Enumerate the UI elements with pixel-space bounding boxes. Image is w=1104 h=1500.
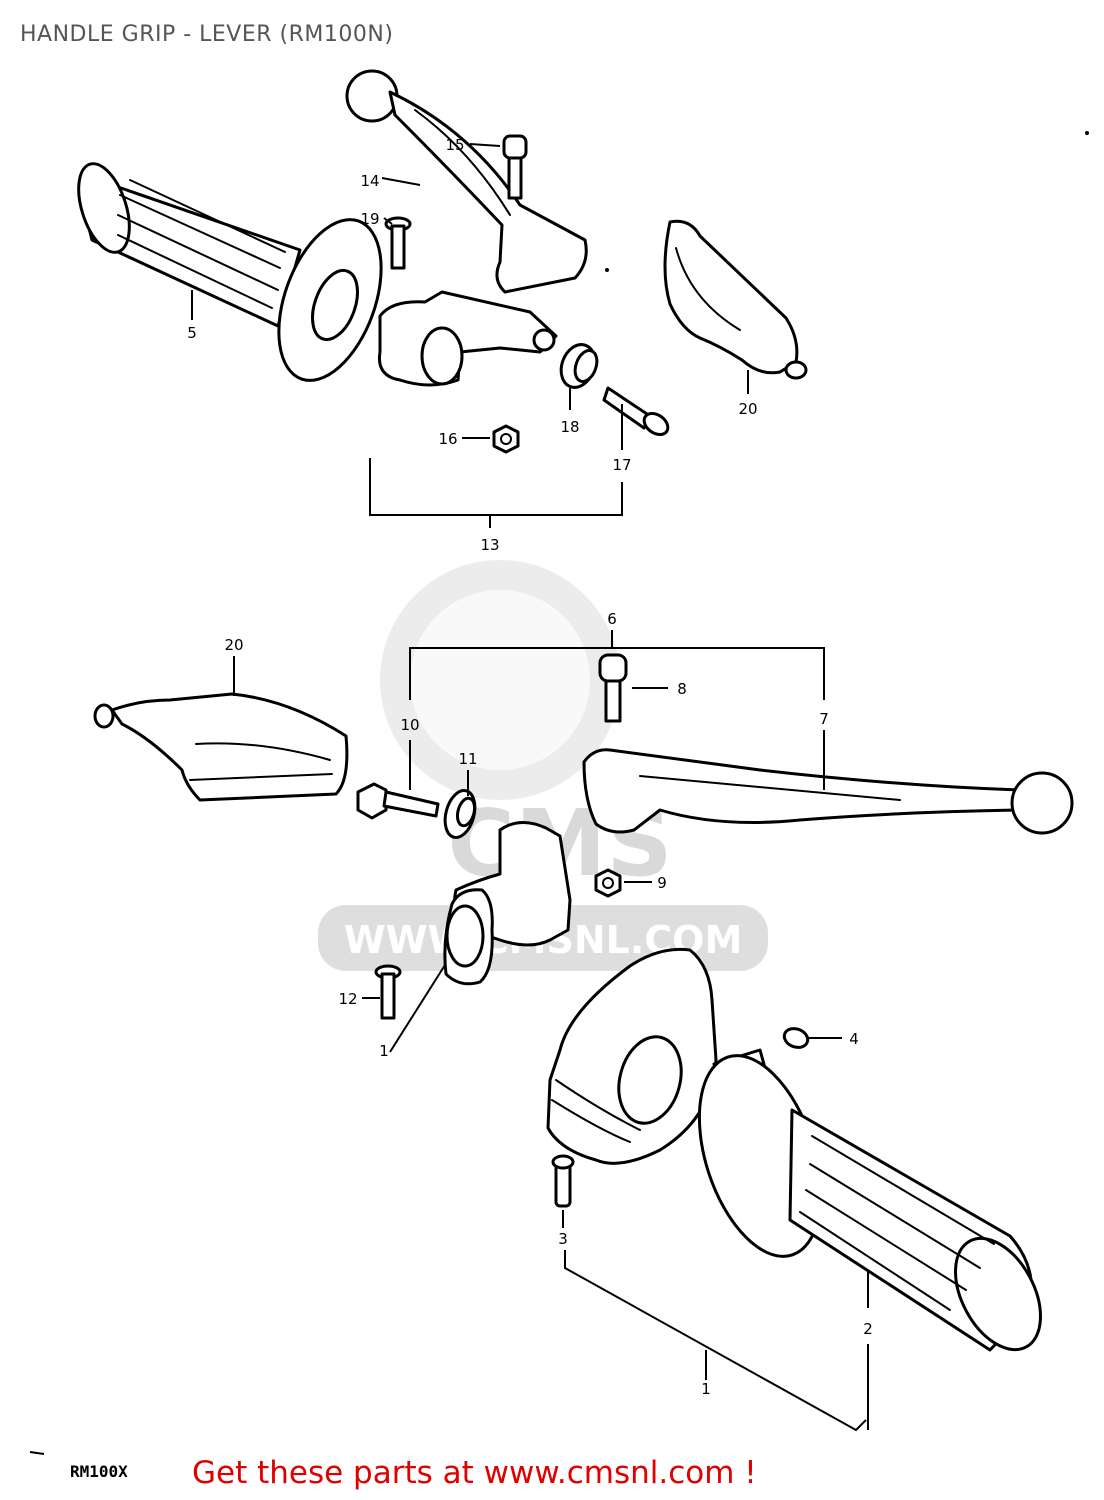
part-4-screw[interactable]	[782, 1025, 811, 1050]
callout-10: 10	[400, 716, 419, 734]
callout-17: 17	[612, 456, 631, 474]
brake-lever-holder[interactable]	[443, 821, 572, 986]
part-8-pivot-bolt[interactable]	[598, 653, 628, 723]
callout-16: 16	[438, 430, 457, 448]
leader-lines	[191, 143, 869, 1432]
buy-parts-link[interactable]: Get these parts at www.cmsnl.com !	[192, 1455, 757, 1491]
part-11-adjuster-wheel[interactable]	[440, 787, 479, 841]
part-3-screw[interactable]	[551, 1154, 575, 1208]
part-10-adjuster-bolt[interactable]	[356, 782, 440, 820]
model-code: RM100X	[70, 1462, 128, 1481]
part-2-right-grip[interactable]	[677, 1040, 1058, 1363]
part-17-adjuster-bolt[interactable]	[602, 386, 672, 439]
part-19-screw[interactable]	[384, 216, 412, 270]
callout-15: 15	[445, 136, 464, 154]
callout-9: 9	[657, 874, 667, 892]
callout-18: 18	[560, 418, 579, 436]
throttle-housing[interactable]	[546, 947, 718, 1165]
part-18-adjuster-wheel[interactable]	[555, 340, 600, 392]
part-16-nut[interactable]	[492, 424, 520, 454]
clutch-lever-holder[interactable]	[377, 290, 558, 387]
callout-2: 2	[863, 1320, 873, 1338]
callout-1: 1	[701, 1380, 711, 1398]
part-15-pivot-bolt[interactable]	[502, 134, 528, 200]
callout-4: 4	[849, 1030, 859, 1048]
callout-3: 3	[558, 1230, 568, 1248]
callout-20-top: 20	[738, 400, 757, 418]
part-7-brake-lever[interactable]	[582, 748, 1074, 835]
callout-13: 13	[480, 536, 499, 554]
part-5-left-grip[interactable]	[69, 157, 401, 394]
page-title: HANDLE GRIP - LEVER (RM100N)	[20, 22, 394, 47]
callout-11: 11	[458, 750, 477, 768]
part-20-lever-cover-bottom[interactable]	[93, 692, 349, 802]
callout-8: 8	[677, 680, 687, 698]
callout-7: 7	[819, 710, 829, 728]
callout-14: 14	[360, 172, 379, 190]
callout-20-bottom: 20	[224, 636, 243, 654]
callout-19: 19	[360, 210, 379, 228]
callout-6: 6	[607, 610, 617, 628]
callout-1-mid: 1	[379, 1042, 389, 1060]
part-14-clutch-lever[interactable]	[345, 69, 588, 294]
part-20-lever-cover-top[interactable]	[663, 219, 808, 380]
callout-5: 5	[187, 324, 197, 342]
part-12-screw[interactable]	[374, 964, 402, 1020]
callout-labels: 5 14 15 19 16 18 17 20 13 6 20 8 7 10 11…	[187, 136, 873, 1398]
part-9-nut[interactable]	[594, 868, 622, 898]
callout-12: 12	[338, 990, 357, 1008]
